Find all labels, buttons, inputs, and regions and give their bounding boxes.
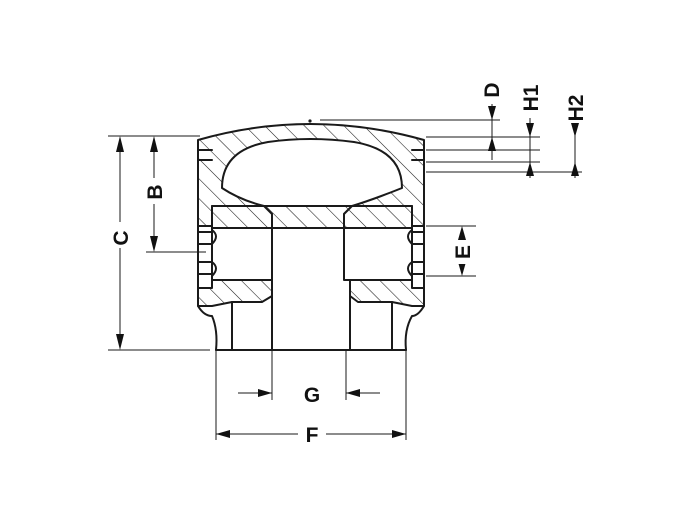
left-mid-section <box>211 205 273 229</box>
dimension-h2: H2 <box>565 95 588 178</box>
label-h1: H1 <box>520 84 543 111</box>
label-d: D <box>481 82 504 97</box>
dimension-c: C <box>106 136 134 350</box>
label-g: G <box>304 384 320 407</box>
extension-lines <box>108 119 582 440</box>
dimension-h1: H1 <box>520 84 543 178</box>
dimension-g: G <box>238 384 380 407</box>
dimension-f: F <box>216 424 406 447</box>
center-mark <box>308 119 312 123</box>
label-b: B <box>144 184 167 199</box>
right-mid-section <box>343 205 413 229</box>
left-grooves <box>197 229 217 277</box>
label-c: C <box>110 230 133 245</box>
bottom-skirt <box>197 295 425 351</box>
dimension-e: E <box>452 226 475 276</box>
left-collar-section <box>197 279 273 307</box>
outer-walls <box>197 225 425 289</box>
right-collar-section <box>349 279 425 307</box>
cap-grooves <box>197 149 425 161</box>
part-body <box>197 119 425 351</box>
right-grooves <box>407 229 425 277</box>
label-f: F <box>306 424 319 447</box>
label-e: E <box>452 245 475 259</box>
dimension-d: D <box>481 82 504 160</box>
label-h2: H2 <box>565 95 588 122</box>
dimension-b: B <box>142 136 168 252</box>
